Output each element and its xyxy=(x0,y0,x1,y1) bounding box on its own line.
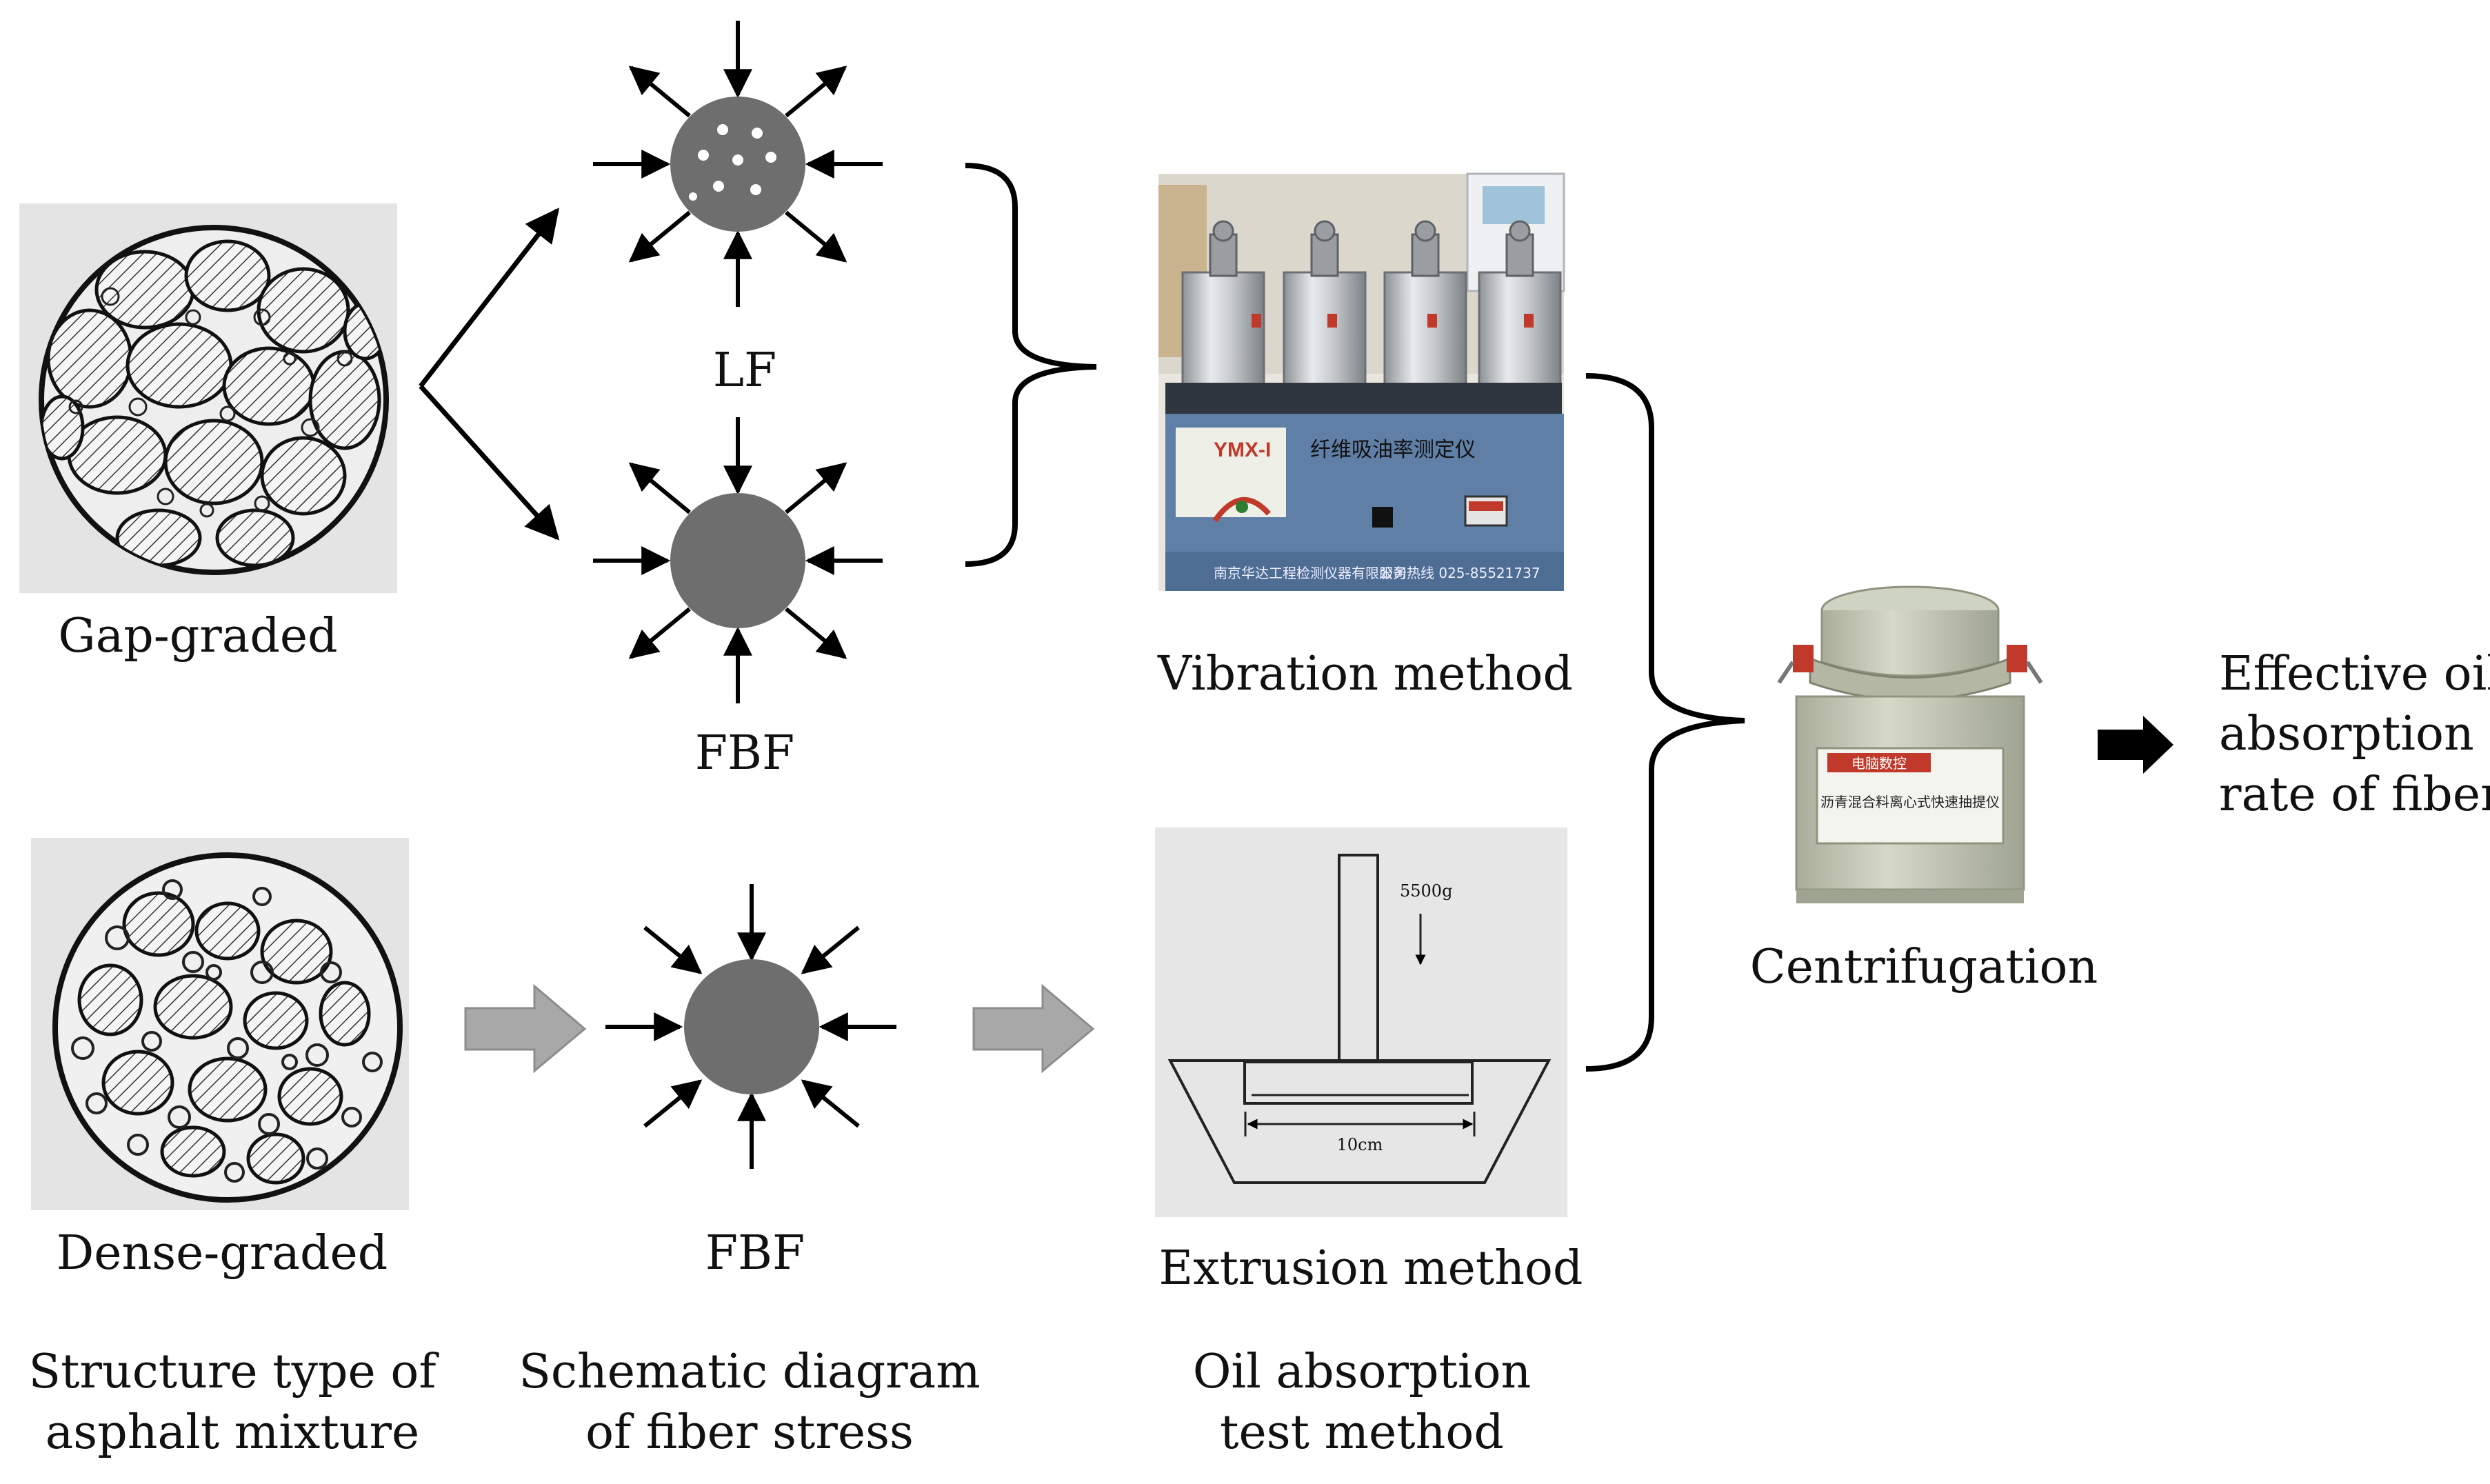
centrifuge-tag-text: 电脑数控 xyxy=(1851,755,1907,772)
result-text-line-2: absorption xyxy=(2219,707,2474,761)
result-arrow xyxy=(2098,716,2173,774)
vibration-method-label: Vibration method xyxy=(1157,647,1573,701)
result-text-line-3: rate of fiber xyxy=(2219,768,2490,822)
caption-test-line-1: Oil absorption xyxy=(1193,1345,1532,1399)
extrusion-weight-label: 5500g xyxy=(1400,881,1452,901)
fbf-bottom-fiber-circle xyxy=(684,959,819,1094)
brace-lf-fbf xyxy=(965,163,1097,567)
grey-arrow-fbf-to-extrusion xyxy=(972,983,1095,1074)
centrifugation-label: Centrifugation xyxy=(1750,940,2098,994)
fbf-top-label: FBF xyxy=(695,726,794,781)
power-switch xyxy=(1372,507,1393,528)
dense-graded-image xyxy=(31,838,409,1210)
centrifuge-photo: 电脑数控 沥青混合料离心式快速抽提仪 xyxy=(1757,578,2060,916)
brace-methods xyxy=(1585,373,1745,1072)
result-text-line-1: Effective oil xyxy=(2219,647,2490,701)
fbf-top-fiber-circle xyxy=(670,493,805,628)
fbf-bottom-stress-diagram xyxy=(605,884,896,1169)
caption-structure-line-1: Structure type of xyxy=(28,1345,439,1399)
caption-stress-line-1: Schematic diagram xyxy=(519,1345,980,1399)
extrusion-width-label: 10cm xyxy=(1337,1135,1383,1154)
gap-graded-image xyxy=(19,203,397,593)
lf-label: LF xyxy=(713,343,776,398)
machine-logo-dot xyxy=(1236,501,1248,513)
gap-graded-branch-arrows xyxy=(419,208,560,541)
machine-footer-left: 南京华达工程检测仪器有限公司 xyxy=(1214,565,1407,581)
lf-fiber-stress-diagram xyxy=(593,21,883,307)
machine-model-text: YMX-I xyxy=(1214,439,1271,461)
vibration-apparatus-photo: YMX-I 纤维吸油率测定仪 南京华达工程检测仪器有限公司 服务热线 025-8… xyxy=(1158,172,1565,591)
grey-arrow-dense-to-fbf xyxy=(464,983,587,1074)
extrusion-schematic: 5500g 10cm xyxy=(1155,828,1567,1217)
fbf-top-stress-diagram xyxy=(593,417,883,703)
gap-graded-label: Gap-graded xyxy=(58,609,337,663)
extrusion-press-plate xyxy=(1243,1061,1474,1105)
caption-test-line-2: test method xyxy=(1220,1405,1504,1460)
machine-logo xyxy=(1212,497,1271,523)
machine-footer-right: 服务热线 025-85521737 xyxy=(1379,565,1540,581)
extrusion-method-label: Extrusion method xyxy=(1159,1241,1583,1296)
lf-pores xyxy=(689,124,776,201)
machine-name-text: 纤维吸油率测定仪 xyxy=(1310,438,1476,462)
dense-graded-label: Dense-graded xyxy=(57,1226,388,1281)
caption-structure-line-2: asphalt mixture xyxy=(46,1405,419,1460)
centrifuge-name-text: 沥青混合料离心式快速抽提仪 xyxy=(1820,794,2000,810)
caption-stress-line-2: of fiber stress xyxy=(585,1405,914,1460)
fbf-bottom-label: FBF xyxy=(705,1226,805,1281)
